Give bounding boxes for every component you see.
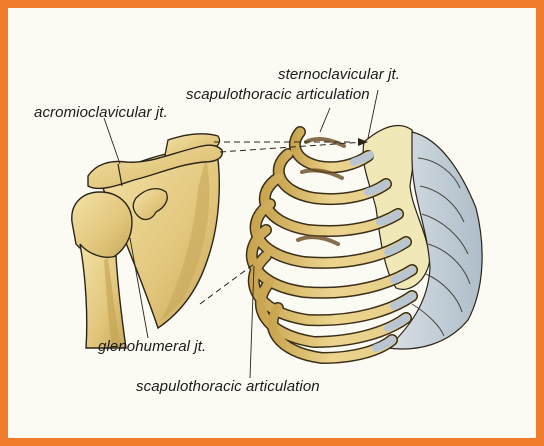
label-acromioclavicular-joint: acromioclavicular jt. [34,104,168,121]
label-glenohumeral-joint: glenohumeral jt. [98,338,206,355]
humerus-shaft [80,244,126,348]
illustration-canvas: sternoclavicular jt. scapulothoracic art… [8,8,536,438]
label-scapulothoracic-articulation-bottom: scapulothoracic articulation [136,378,320,395]
label-sternoclavicular-joint: sternoclavicular jt. [278,66,400,83]
label-scapulothoracic-articulation-top: scapulothoracic articulation [186,86,370,103]
shoulder-anatomy-illustration [8,8,536,438]
